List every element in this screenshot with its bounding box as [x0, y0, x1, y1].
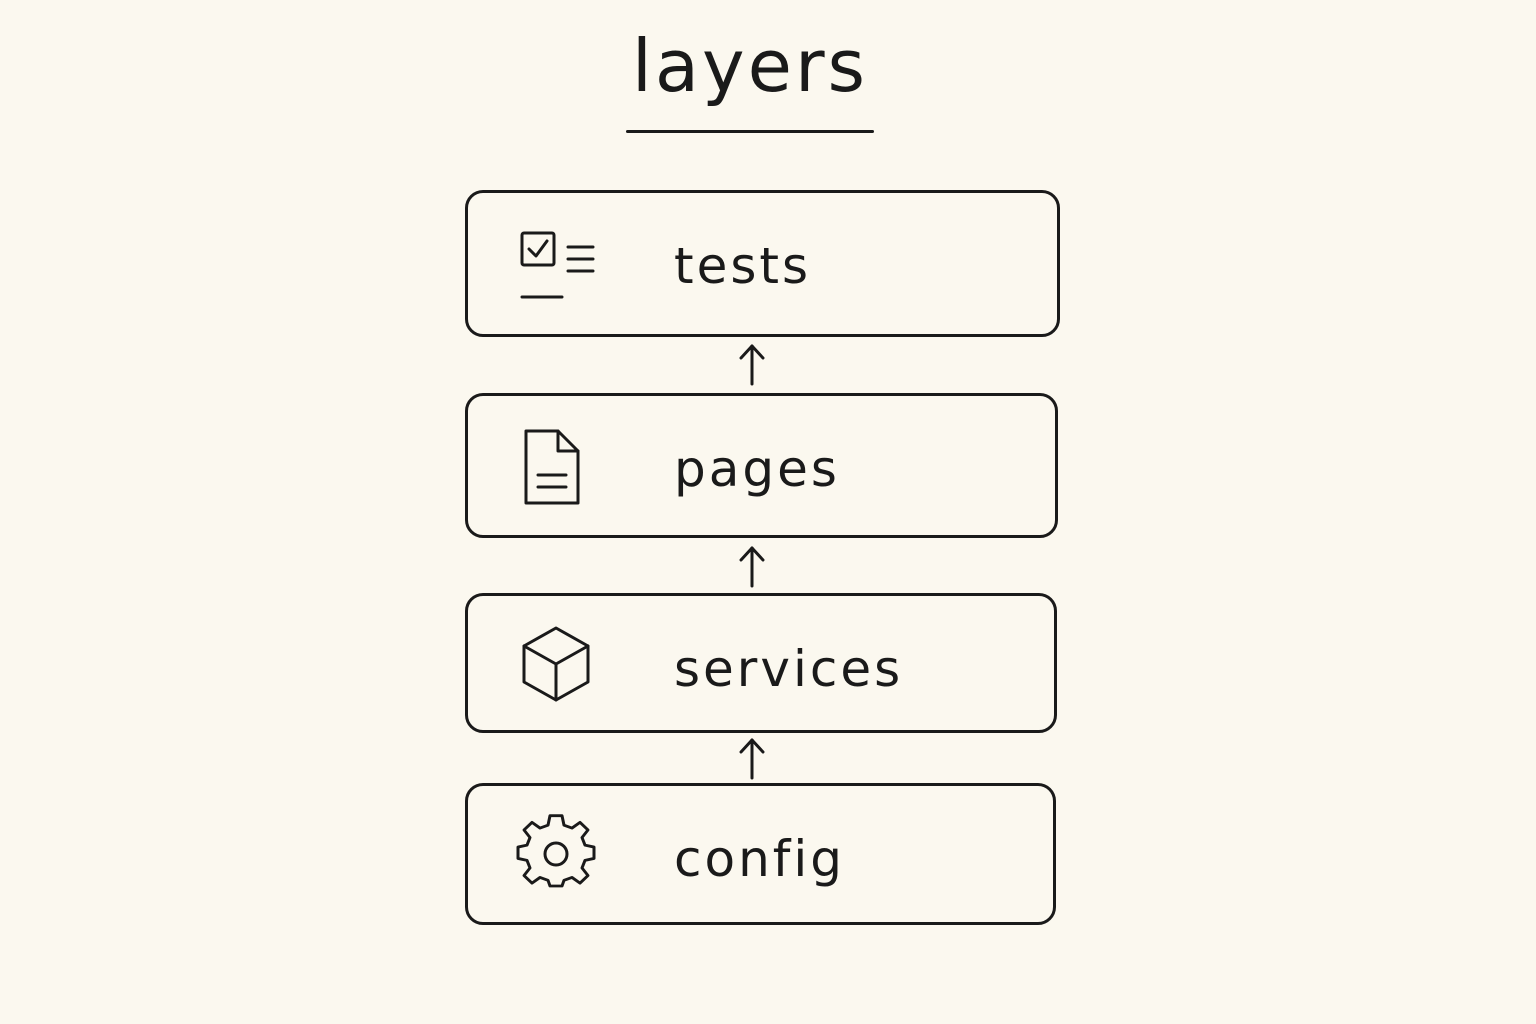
gear-icon	[516, 814, 596, 894]
arrow-services-to-pages	[732, 544, 772, 588]
title-underline	[626, 130, 874, 133]
arrow-config-to-services	[732, 736, 772, 780]
document-icon	[516, 427, 596, 507]
layer-box-services: services	[465, 593, 1057, 733]
layer-label-tests: tests	[674, 237, 812, 295]
layer-box-pages: pages	[465, 393, 1058, 538]
layer-box-config: config	[465, 783, 1056, 925]
layer-label-config: config	[674, 830, 846, 888]
checklist-icon	[516, 227, 596, 307]
cube-icon	[516, 624, 596, 704]
diagram-title: layers	[631, 24, 869, 108]
layer-label-services: services	[674, 640, 904, 698]
layer-box-tests: tests	[465, 190, 1060, 337]
layer-label-pages: pages	[674, 440, 840, 498]
arrow-pages-to-tests	[732, 342, 772, 386]
